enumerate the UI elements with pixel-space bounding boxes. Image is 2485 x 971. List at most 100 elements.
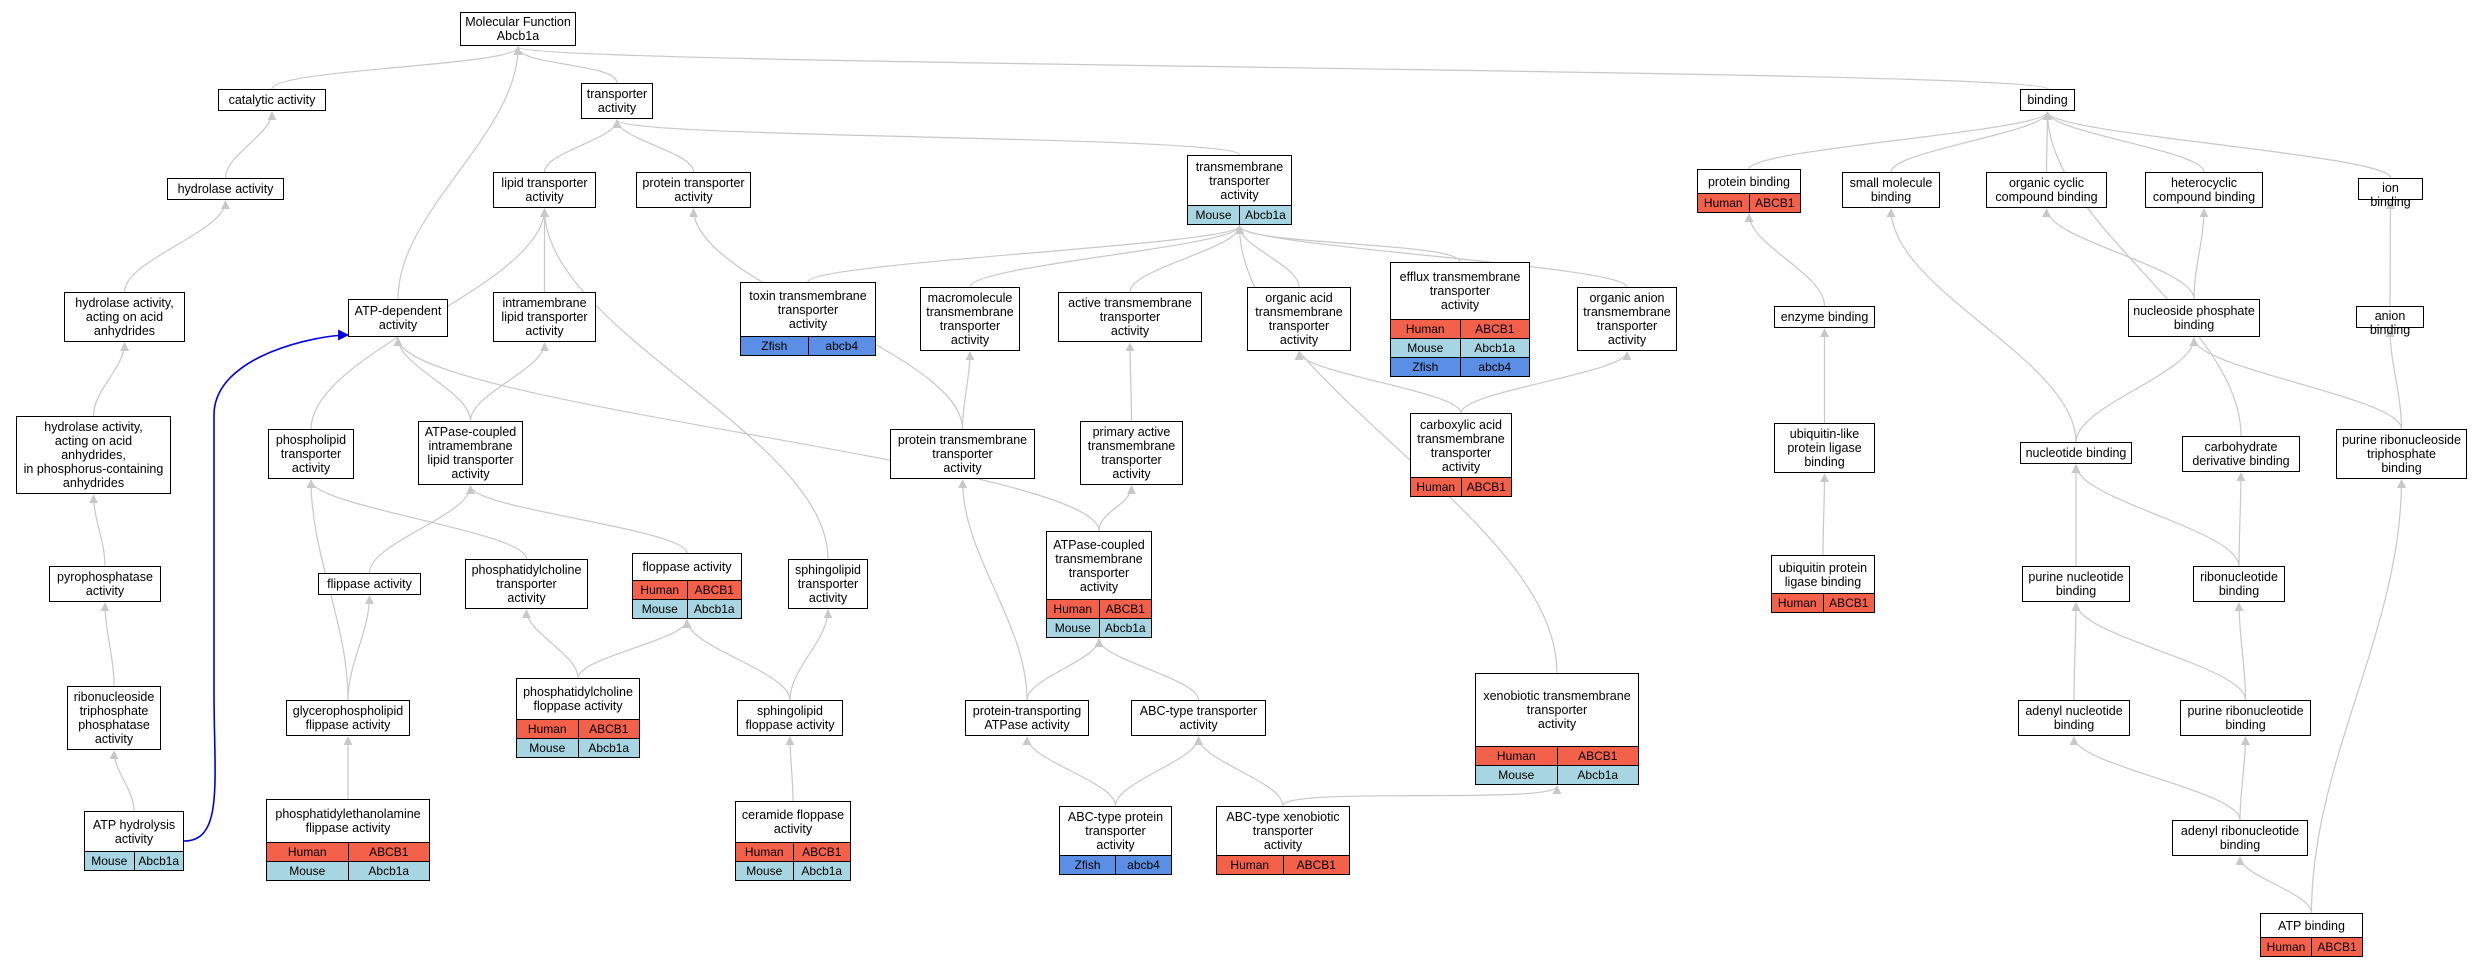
go-term-label: ion binding: [2370, 181, 2411, 209]
go-term-anionbind[interactable]: anion binding: [2356, 306, 2424, 337]
go-term-efflux[interactable]: efflux transmembrane transporter activit…: [1390, 262, 1530, 377]
is-a-edge: [2069, 736, 2241, 821]
go-term-orgcyclic[interactable]: organic cyclic compound binding: [1986, 172, 2107, 208]
go-term-purinetri[interactable]: purine ribonucleoside triphosphate bindi…: [2336, 429, 2467, 479]
go-term-heterocyclic[interactable]: heterocyclic compound binding: [2145, 172, 2263, 208]
is-a-edge: [224, 111, 277, 179]
is-a-edge: [466, 485, 688, 554]
go-term-orgacid[interactable]: organic acid transmembrane transporter a…: [1247, 287, 1351, 351]
is-a-edge: [2235, 856, 2313, 914]
species-name: Human: [1703, 196, 1743, 210]
species-name: Human: [527, 722, 567, 736]
go-term-abctype[interactable]: ABC-type transporter activity: [1131, 700, 1266, 736]
gene-symbol: ABCB1: [792, 843, 851, 861]
go-term-intramem[interactable]: intramembrane lipid transporter activity: [493, 292, 596, 342]
go-term-mf[interactable]: Molecular Function Abcb1a: [460, 12, 576, 46]
go-term-enzbind[interactable]: enzyme binding: [1774, 306, 1875, 328]
go-term-ribotri[interactable]: ribonucleoside triphosphate phosphatase …: [67, 686, 161, 750]
go-term-binding[interactable]: binding: [2020, 89, 2075, 111]
go-term-carbderiv[interactable]: carbohydrate derivative binding: [2182, 436, 2300, 472]
go-term-label: protein-transporting ATPase activity: [972, 704, 1082, 732]
go-term-flippase[interactable]: flippase activity: [318, 573, 421, 595]
go-term-label: protein binding: [1707, 174, 1790, 189]
is-a-edge: [1282, 785, 1562, 807]
go-term-lipidtr[interactable]: lipid transporter activity: [493, 172, 596, 208]
go-term-macromol[interactable]: macromolecule transmembrane transporter …: [920, 287, 1020, 351]
go-term-primaryactive[interactable]: primary active transmembrane transporter…: [1080, 421, 1183, 485]
go-term-hydrolase[interactable]: hydrolase activity: [167, 178, 284, 200]
is-a-edge: [1890, 111, 2052, 173]
gene-symbol: ABCB1: [1098, 600, 1152, 618]
go-term-label: hydrolase activity, acting on acid anhyd…: [75, 296, 174, 338]
go-term-label: ATPase-coupled intramembrane lipid trans…: [424, 425, 517, 481]
go-term-phospholipid[interactable]: phospholipid transporter activity: [268, 429, 354, 479]
is-a-edge: [540, 208, 829, 560]
go-term-hydanh[interactable]: hydrolase activity, acting on acid anhyd…: [64, 292, 185, 342]
is-a-edge: [522, 609, 579, 679]
go-term-atpdep[interactable]: ATP-dependent activity: [348, 299, 448, 337]
species-name: Human: [1230, 858, 1270, 872]
species-name: Zfish: [1412, 360, 1439, 374]
go-term-pctr[interactable]: phosphatidylcholine transporter activity: [465, 559, 588, 609]
go-term-protatpase[interactable]: protein-transporting ATPase activity: [965, 700, 1089, 736]
go-term-catalytic[interactable]: catalytic activity: [218, 89, 326, 111]
go-term-purinenuc[interactable]: purine nucleotide binding: [2022, 566, 2130, 602]
go-term-organion[interactable]: organic anion transmembrane transporter …: [1577, 287, 1677, 351]
go-term-proteintr[interactable]: protein transporter activity: [636, 172, 751, 208]
go-term-activetm[interactable]: active transmembrane transporter activit…: [1058, 292, 1202, 342]
go-term-sphingotr[interactable]: sphingolipid transporter activity: [788, 559, 868, 609]
go-term-ribonuc[interactable]: ribonucleotide binding: [2193, 566, 2285, 602]
is-a-edge: [1744, 213, 1826, 307]
go-term-label: ribonucleotide binding: [2200, 570, 2278, 598]
gene-symbol: Abcb1a: [1459, 339, 1530, 357]
go-term-pe[interactable]: phosphatidylethanolamine flippase activi…: [266, 799, 430, 881]
go-term-label: Molecular Function Abcb1a: [465, 15, 571, 43]
go-term-abcxeno[interactable]: ABC-type xenobiotic transporter activity…: [1216, 806, 1350, 875]
go-term-adenylnuc[interactable]: adenyl nucleotide binding: [2018, 700, 2130, 736]
is-a-edge: [1748, 111, 2052, 170]
go-term-label: purine ribonucleotide binding: [2187, 704, 2304, 732]
go-term-glycero[interactable]: glycerophospholipid flippase activity: [286, 700, 410, 736]
species-name: Mouse: [1498, 768, 1535, 782]
go-term-transporter[interactable]: transporter activity: [581, 83, 653, 119]
go-term-atpcoupintra[interactable]: ATPase-coupled intramembrane lipid trans…: [418, 421, 523, 485]
go-term-label: carbohydrate derivative binding: [2192, 440, 2290, 468]
go-term-smallmol[interactable]: small molecule binding: [1842, 172, 1940, 208]
is-a-edge: [1886, 208, 2077, 443]
gene-symbol: ABCB1: [1460, 478, 1512, 496]
go-term-adenylribo[interactable]: adenyl ribonucleotide binding: [2172, 820, 2308, 856]
go-term-toxin[interactable]: toxin transmembrane transporter activity…: [740, 282, 876, 356]
is-a-edge: [1235, 225, 1300, 288]
go-term-label: small molecule binding: [1849, 176, 1933, 204]
go-term-ionbind[interactable]: ion binding: [2358, 178, 2423, 209]
go-term-ubiqlike[interactable]: ubiquitin-like protein ligase binding: [1774, 423, 1875, 473]
go-term-xenotm[interactable]: xenobiotic transmembrane transporter act…: [1475, 673, 1639, 785]
go-term-purineribonuc[interactable]: purine ribonucleotide binding: [2180, 700, 2311, 736]
gene-symbol: Abcb1a: [347, 862, 430, 880]
go-term-atpcouptm[interactable]: ATPase-coupled transmembrane transporter…: [1046, 531, 1152, 638]
is-a-edge: [109, 750, 135, 812]
go-term-label: sphingolipid floppase activity: [745, 704, 835, 732]
go-term-nucbind[interactable]: nucleotide binding: [2020, 442, 2132, 464]
go-term-pyrophos[interactable]: pyrophosphatase activity: [49, 566, 161, 602]
go-term-proteintm[interactable]: protein transmembrane transporter activi…: [890, 429, 1035, 479]
go-term-carboxylic[interactable]: carboxylic acid transmembrane transporte…: [1410, 413, 1512, 497]
go-term-nucphos[interactable]: nucleoside phosphate binding: [2128, 299, 2260, 337]
is-a-edge: [271, 46, 523, 90]
go-term-sphingoflop[interactable]: sphingolipid floppase activity: [737, 700, 843, 736]
go-term-hydphos[interactable]: hydrolase activity, acting on acid anhyd…: [16, 416, 171, 494]
